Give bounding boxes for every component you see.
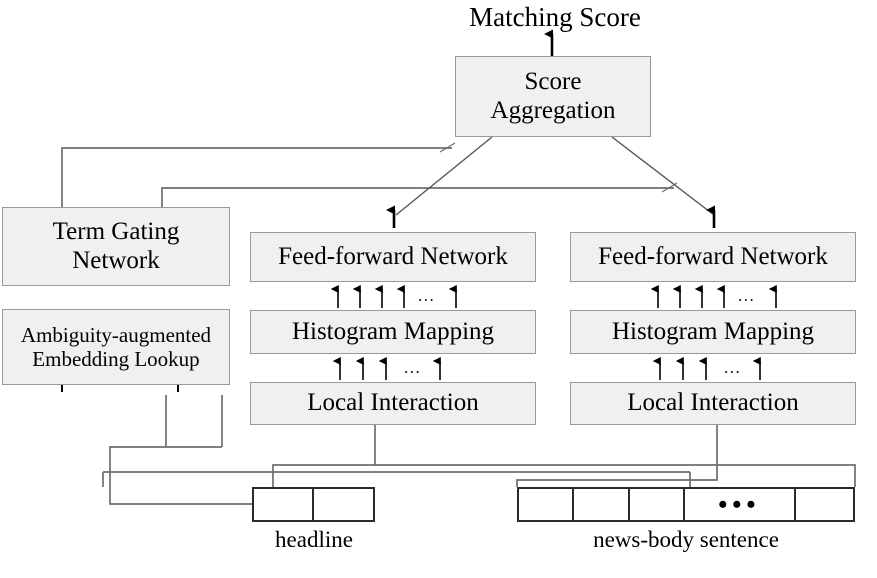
arrows-local-to-hist-left <box>332 357 441 380</box>
ellipsis-hist-input-left: ... <box>404 358 422 377</box>
page-title: Matching Score <box>469 2 641 32</box>
newsbody-token-cell[interactable] <box>519 489 575 520</box>
node-local-interaction-right[interactable]: Local Interaction <box>570 382 856 425</box>
arrows-hist-to-ffn-left <box>330 285 457 308</box>
node-embedding-lookup[interactable]: Ambiguity-augmented Embedding Lookup <box>2 309 230 385</box>
node-local-interaction-left[interactable]: Local Interaction <box>250 382 536 425</box>
link-gating-to-aggregation-lower <box>161 187 674 207</box>
link-headline-to-lookup-rail <box>109 446 252 505</box>
headline-token-cell[interactable] <box>314 489 373 520</box>
link-ffn-left-to-aggregation <box>395 136 493 216</box>
link-local-right-to-newsbody-left <box>516 424 718 487</box>
arrows-local-to-hist-right <box>652 357 761 380</box>
newsbody-caption: news-body sentence <box>593 527 779 552</box>
node-term-gating-network[interactable]: Term Gating Network <box>2 207 230 286</box>
ellipsis-hist-input-right: ... <box>724 358 742 377</box>
node-score-aggregation[interactable]: Score Aggregation <box>455 56 651 137</box>
headline-token-row[interactable] <box>252 487 375 522</box>
newsbody-token-cell[interactable] <box>630 489 686 520</box>
node-histogram-mapping-left[interactable]: Histogram Mapping <box>250 310 536 354</box>
newsbody-token-row[interactable]: ••• <box>517 487 855 522</box>
wire-jump-upper <box>439 142 456 153</box>
link-local-left-to-newsbody-right <box>375 464 856 487</box>
ellipsis-ffn-input-right: ... <box>738 286 756 305</box>
node-ffn-right[interactable]: Feed-forward Network <box>570 232 856 282</box>
link-gating-to-aggregation-upper <box>61 147 452 207</box>
link-ffn-right-to-aggregation <box>611 136 715 216</box>
link-local-left-to-headline-c2 <box>272 424 376 487</box>
node-histogram-mapping-right[interactable]: Histogram Mapping <box>570 310 856 354</box>
ellipsis-ffn-input-left: ... <box>418 286 436 305</box>
headline-token-cell[interactable] <box>254 489 314 520</box>
headline-caption: headline <box>275 527 353 552</box>
node-ffn-left[interactable]: Feed-forward Network <box>250 232 536 282</box>
newsbody-token-cell[interactable] <box>796 489 853 520</box>
newsbody-token-cell-ellipsis: ••• <box>685 489 796 520</box>
arrows-hist-to-ffn-right <box>650 285 777 308</box>
newsbody-token-cell[interactable] <box>574 489 630 520</box>
